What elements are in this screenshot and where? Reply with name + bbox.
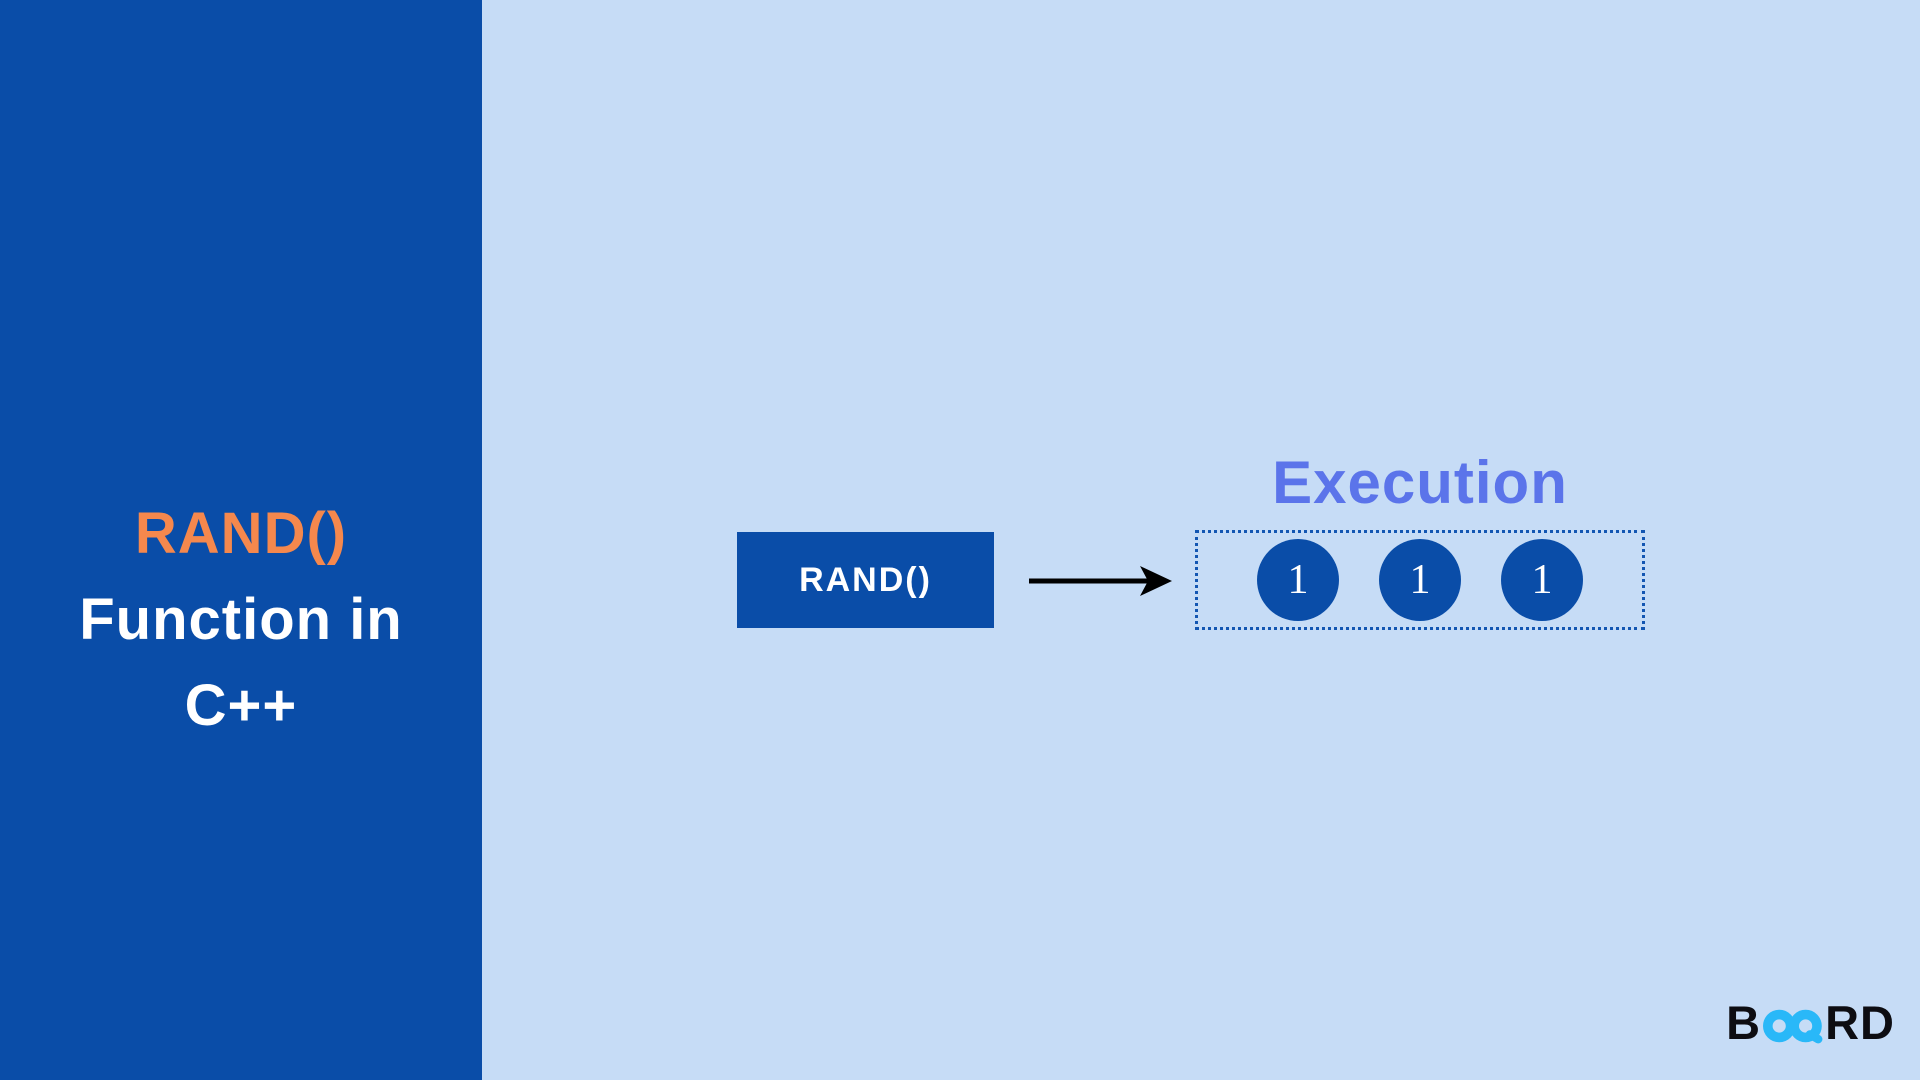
page-title-line3: C++ — [184, 672, 298, 738]
logo-text-end: RD — [1825, 996, 1895, 1049]
page-title-line2: Function in — [79, 586, 403, 652]
rand-function-label: RAND() — [799, 560, 932, 599]
page-title: RAND() Function in C++ — [0, 491, 482, 749]
execution-title: Execution — [1272, 449, 1568, 516]
rand-function-node: RAND() — [737, 532, 994, 628]
output-circle: 1 — [1379, 539, 1461, 621]
execution-output-box: 1 1 1 — [1195, 530, 1645, 630]
infinity-icon — [1763, 1009, 1823, 1043]
page-title-accent-line: RAND() — [134, 500, 348, 566]
arrow-right-icon — [1029, 566, 1172, 596]
output-circle: 1 — [1501, 539, 1583, 621]
output-value: 1 — [1287, 557, 1309, 603]
title-sidebar: RAND() Function in C++ — [0, 0, 482, 1080]
logo-text-start: B — [1726, 996, 1762, 1049]
board-logo: B RD — [1726, 995, 1895, 1050]
output-value: 1 — [1409, 557, 1431, 603]
output-circle: 1 — [1257, 539, 1339, 621]
output-value: 1 — [1531, 557, 1553, 603]
